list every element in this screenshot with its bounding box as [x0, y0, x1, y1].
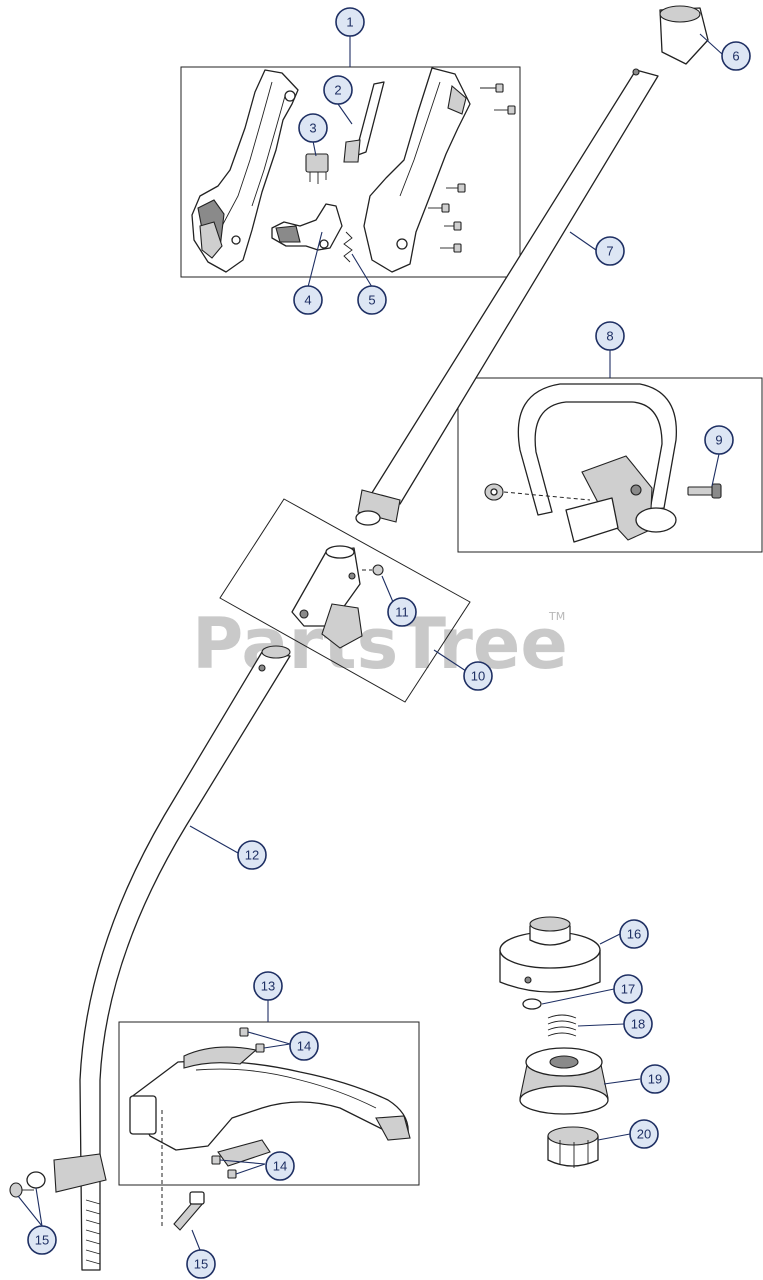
callout-20[interactable]: 20 — [629, 1119, 659, 1149]
callout-16-label: 16 — [627, 927, 641, 942]
callout-7-label: 7 — [606, 244, 613, 259]
callout-2-label: 2 — [334, 83, 341, 98]
upper-shaft — [355, 68, 659, 526]
callout-14a-label: 14 — [297, 1039, 311, 1054]
handle-housing-right — [363, 67, 471, 273]
callout-14a[interactable]: 14 — [289, 1031, 319, 1061]
callout-4[interactable]: 4 — [293, 285, 323, 315]
housing-screws — [428, 83, 516, 253]
ignition-switch — [305, 153, 329, 184]
callout-17[interactable]: 17 — [613, 974, 643, 1004]
callout-15b[interactable]: 15 — [186, 1249, 216, 1279]
spring-clip — [343, 231, 353, 263]
callout-19[interactable]: 19 — [640, 1064, 670, 1094]
callout-16[interactable]: 16 — [619, 919, 649, 949]
spool-housing — [547, 1126, 599, 1168]
callout-15a-label: 15 — [35, 1233, 49, 1248]
callout-1[interactable]: 1 — [335, 7, 365, 37]
assist-handle-bolt — [687, 483, 722, 499]
callout-15a[interactable]: 15 — [27, 1225, 57, 1255]
clamp-hardware — [9, 1171, 46, 1198]
retaining-washer — [522, 998, 542, 1010]
callout-6[interactable]: 6 — [721, 41, 751, 71]
callout-10-label: 10 — [471, 669, 485, 684]
guard-clamp-bolt — [161, 1110, 205, 1231]
grass-guard — [129, 1046, 411, 1151]
callout-19-label: 19 — [648, 1072, 662, 1087]
guard-group-frame — [118, 1021, 420, 1186]
spool-spring — [547, 1014, 577, 1037]
shaft-end-cap — [659, 5, 709, 65]
watermark-text: PartsTree — [192, 603, 568, 685]
callout-8[interactable]: 8 — [595, 321, 625, 351]
throttle-rod — [343, 81, 385, 163]
lower-shaft — [53, 645, 291, 1271]
callout-3-label: 3 — [309, 121, 316, 136]
callout-14b-label: 14 — [273, 1159, 287, 1174]
line-cutter-blade — [217, 1139, 271, 1167]
callout-1-label: 1 — [346, 15, 353, 30]
callout-5[interactable]: 5 — [357, 285, 387, 315]
watermark-trademark: TM — [548, 610, 565, 623]
callout-13-label: 13 — [261, 979, 275, 994]
callout-13[interactable]: 13 — [253, 971, 283, 1001]
shaft-coupler — [291, 545, 363, 649]
callout-6-label: 6 — [732, 49, 739, 64]
spool-cover — [499, 916, 601, 993]
coupler-group-frame — [219, 498, 471, 703]
callout-15b-label: 15 — [194, 1257, 208, 1272]
callout-12[interactable]: 12 — [237, 840, 267, 870]
assist-handle-nut — [484, 483, 504, 501]
callout-17-label: 17 — [621, 982, 635, 997]
watermark: PartsTree TM — [192, 603, 568, 685]
callout-9[interactable]: 9 — [704, 425, 734, 455]
callout-10[interactable]: 10 — [463, 661, 493, 691]
leader-lines — [17, 33, 723, 1251]
callout-9-label: 9 — [715, 433, 722, 448]
handle-housing-left — [191, 69, 299, 273]
callout-14b[interactable]: 14 — [265, 1151, 295, 1181]
callout-5-label: 5 — [368, 293, 375, 308]
callout-4-label: 4 — [304, 293, 311, 308]
callout-11-label: 11 — [395, 605, 409, 620]
callout-2[interactable]: 2 — [323, 75, 353, 105]
callout-8-label: 8 — [606, 329, 613, 344]
callout-11[interactable]: 11 — [387, 597, 417, 627]
coupler-knob-screw — [362, 564, 384, 576]
throttle-trigger — [271, 203, 343, 251]
callout-18-label: 18 — [631, 1017, 645, 1032]
line-spool — [519, 1047, 609, 1115]
callout-18[interactable]: 18 — [623, 1009, 653, 1039]
callout-7[interactable]: 7 — [595, 236, 625, 266]
callout-3[interactable]: 3 — [298, 113, 328, 143]
callout-12-label: 12 — [245, 848, 259, 863]
assist-handle — [503, 383, 678, 543]
callout-20-label: 20 — [637, 1127, 651, 1142]
